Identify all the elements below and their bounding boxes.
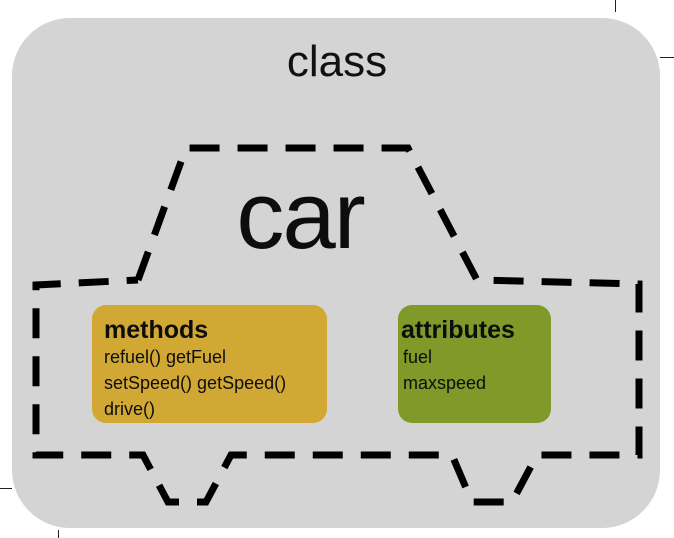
method-line: drive() <box>104 399 156 419</box>
crop-mark-top-right <box>615 0 616 12</box>
method-line: refuel() getFuel <box>104 347 227 367</box>
crop-mark-left <box>0 488 12 489</box>
attributes-box: attributes fuel maxspeed <box>398 305 551 423</box>
car-body-outline <box>32 144 643 506</box>
methods-box: methods refuel() getFuel setSpeed() getS… <box>92 305 327 423</box>
attribute-line: maxspeed <box>403 373 487 393</box>
class-label: class <box>286 37 388 86</box>
class-panel <box>12 18 660 528</box>
crop-mark-bottom <box>58 530 59 538</box>
attributes-heading: attributes <box>401 316 515 344</box>
method-line: setSpeed() getSpeed() <box>104 373 287 393</box>
crop-mark-right <box>660 57 674 58</box>
car-label: car <box>236 162 365 269</box>
methods-heading: methods <box>104 316 209 344</box>
attribute-line: fuel <box>403 347 433 367</box>
